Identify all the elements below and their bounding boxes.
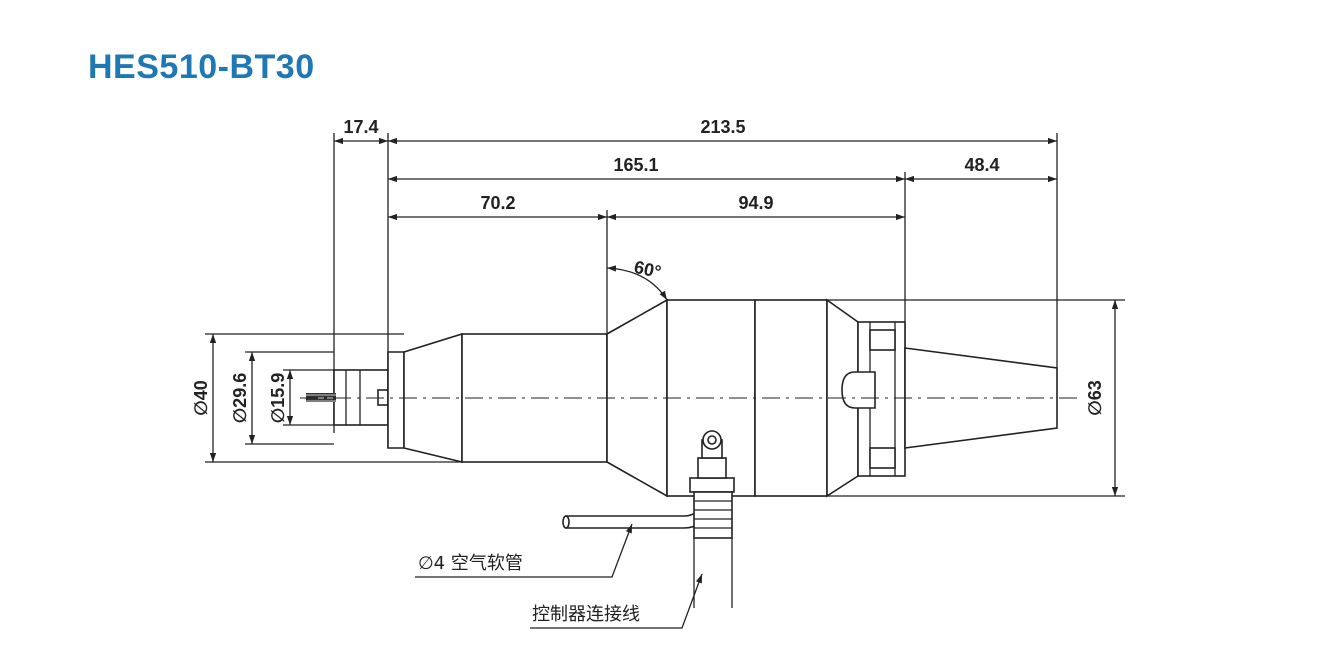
cable-gland xyxy=(697,457,727,479)
dim-dia-29-6: ∅29.6 xyxy=(230,373,250,423)
dim-94-9: 94.9 xyxy=(738,193,773,213)
dim-48-4: 48.4 xyxy=(964,155,999,175)
cutter-shank xyxy=(306,393,336,402)
flange-groove-bottom xyxy=(869,447,896,469)
dim-dia-40: ∅40 xyxy=(191,380,211,415)
nose-flange xyxy=(387,351,405,449)
dim-dia-63: ∅63 xyxy=(1085,380,1105,415)
controller-cable-label: 控制器连接线 xyxy=(532,604,640,625)
spindle-body xyxy=(300,298,1080,498)
strain-relief xyxy=(693,491,733,539)
extension-lines xyxy=(205,133,1125,497)
flange-groove-top xyxy=(869,329,896,351)
dimension-lines-vertical xyxy=(209,300,1119,496)
cable-nut xyxy=(689,477,735,493)
dim-165-1: 165.1 xyxy=(613,155,658,175)
dim-dia-15-9: ∅15.9 xyxy=(268,373,288,423)
drawing-title: HES510-BT30 xyxy=(88,48,315,86)
angle-arc xyxy=(606,265,668,301)
dim-213-5: 213.5 xyxy=(700,117,745,137)
dim-angle-60: 60° xyxy=(632,257,663,282)
dimension-lines-horizontal xyxy=(334,137,1057,221)
dim-70-2: 70.2 xyxy=(480,193,515,213)
fittings xyxy=(562,430,735,608)
leader-lines xyxy=(415,523,703,629)
air-hose-label: ∅4 空气软管 xyxy=(418,553,523,574)
bt-taper-shank xyxy=(904,347,1058,449)
drive-key xyxy=(841,371,876,409)
dim-17-4: 17.4 xyxy=(343,117,378,137)
